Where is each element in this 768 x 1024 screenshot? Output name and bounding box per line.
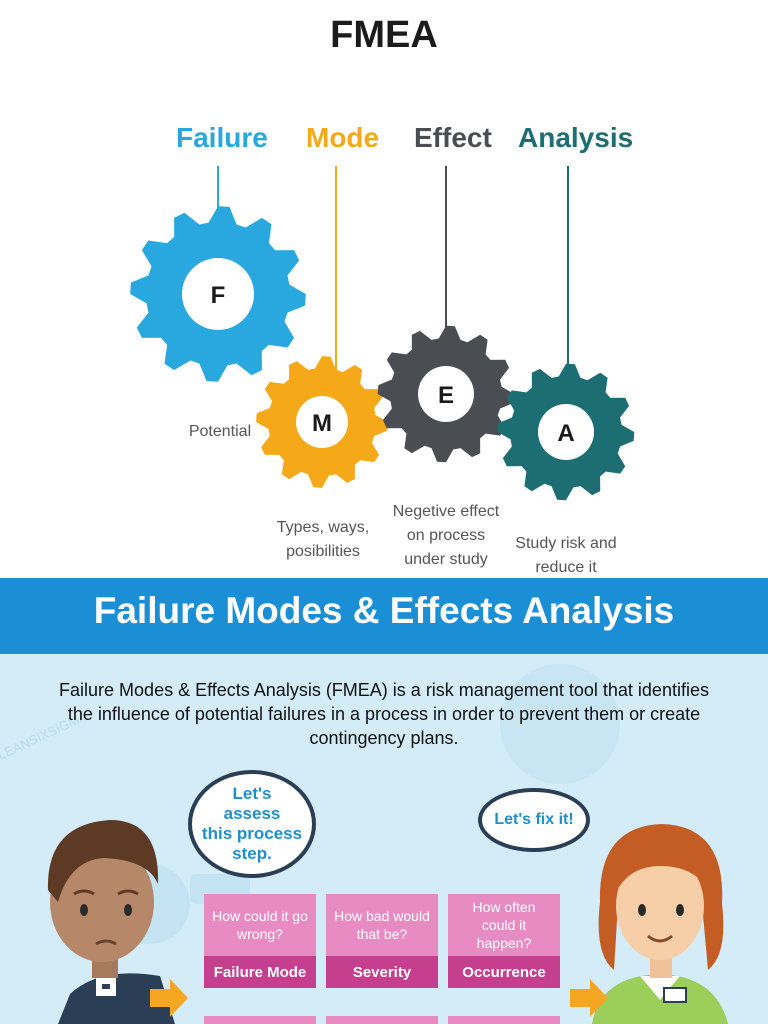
gear-letter: A [557,420,574,447]
note-analysis-line1: Study risk and [515,535,617,552]
gear-hole [418,366,474,422]
note-analysis: Study risk and reduce it [508,532,624,580]
gear-hole [538,404,594,460]
bubble-left-line3: this process [201,824,303,843]
bubble-right-text: Let's fix it! [494,811,574,828]
card-row2-1 [204,1016,316,1024]
note-mode: Types, ways, posibilities [268,516,378,564]
gear-hole [182,258,254,330]
bubble-left-line1: Let's [232,784,272,803]
note-effect-line2: on process [406,527,486,544]
gear-m: M [256,356,388,488]
speech-bubble-left: Let's assess this process step. [188,770,316,878]
speech-bubble-right: Let's fix it! [478,788,590,852]
word-analysis: Analysis [518,122,634,153]
note-effect-line3: under study [404,551,488,568]
page-title: FMEA [330,14,438,56]
note-effect-line1: Negetive effect [392,503,500,520]
description-line1: Failure Modes & Effects Analysis (FMEA) … [59,680,709,700]
note-potential: Potential [188,423,252,440]
characters [47,820,728,1024]
card-row2-2 [326,1016,438,1024]
arrow-right [570,979,608,1017]
card-question: How often could it happen? [472,899,536,951]
card-occurrence: How often could it happen? Occurrence [448,894,560,988]
bubble-left-line4: step. [232,844,272,863]
note-mode-line1: Types, ways, [276,519,370,536]
description: Failure Modes & Effects Analysis (FMEA) … [34,678,734,750]
gear-f: F [130,206,306,382]
card-label: Failure Mode [204,956,316,988]
infographic-panel: LEANSIXSIGMA Failure Modes & Effects Ana… [0,654,768,1024]
gear-hole [296,396,348,448]
card-failure-mode: How could it go wrong? Failure Mode [204,894,316,988]
gear-letter: E [438,382,454,409]
gear-letter: F [211,282,226,309]
gear-e: E [377,325,515,463]
bubble-left-line2: assess [223,804,281,823]
arrow-left [150,979,188,1017]
description-line2: the influence of potential failures in a… [67,704,701,724]
gear-letter: M [312,410,332,437]
word-effect: Effect [414,122,492,153]
card-label: Severity [326,956,438,988]
card-question: How could it go wrong? [212,908,308,942]
gears-graphic: F M E A [130,166,635,501]
card-severity: How bad would that be? Severity [326,894,438,988]
card-question: How bad would that be? [334,908,430,942]
note-analysis-line2: reduce it [535,559,597,576]
card-label: Occurrence [448,956,560,988]
word-failure: Failure [176,122,268,153]
card-row2-3 [448,1016,560,1024]
banner-title: Failure Modes & Effects Analysis [93,590,675,631]
note-effect: Negetive effect on process under study [388,500,504,572]
character-right [592,824,728,1024]
gear-a: A [497,363,635,501]
description-line3: contingency plans. [309,728,459,748]
character-left [47,820,175,1024]
word-mode: Mode [306,122,380,153]
banner: Failure Modes & Effects Analysis [0,578,768,654]
note-mode-line2: posibilities [286,543,360,560]
